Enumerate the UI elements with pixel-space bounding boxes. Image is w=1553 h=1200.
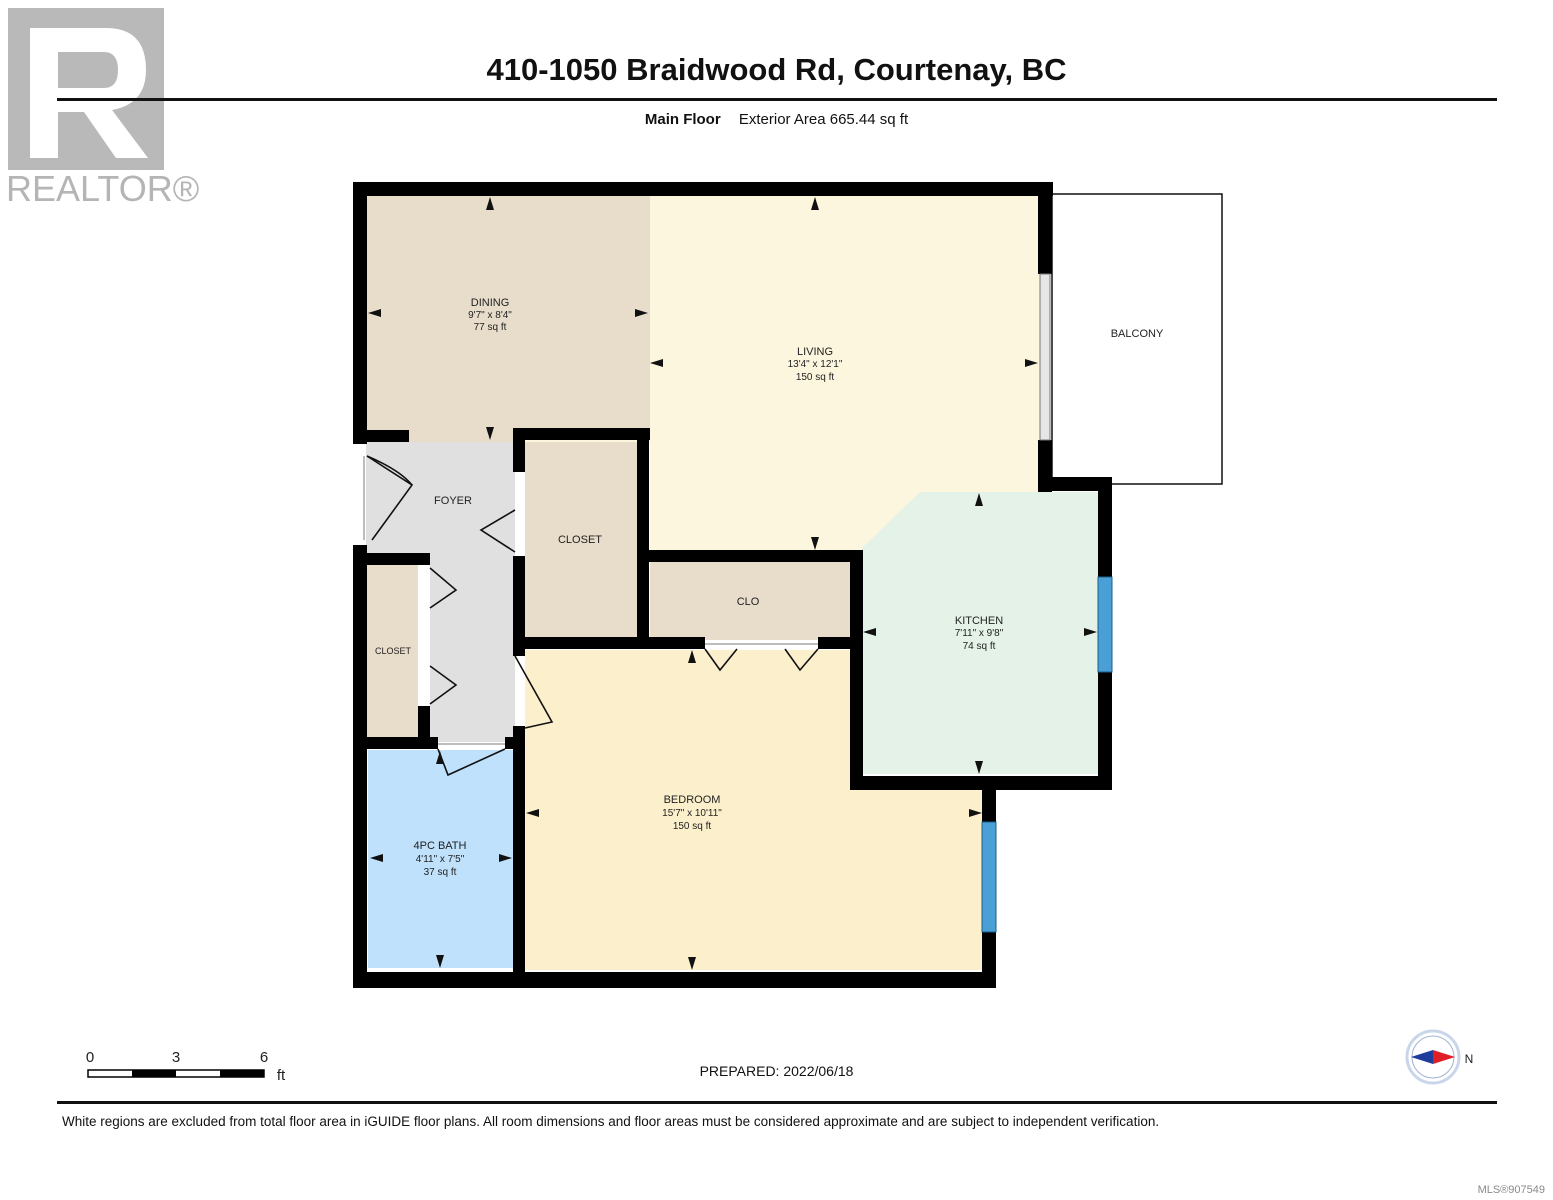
living-room-fill — [650, 196, 1040, 550]
bedroom-window — [981, 821, 997, 933]
living-dims: 13'4" x 12'1" — [788, 359, 843, 370]
bath-dims: 4'11" x 7'5" — [416, 854, 465, 865]
balcony-name: BALCONY — [1111, 328, 1164, 340]
exterior-area: Exterior Area 665.44 sq ft — [738, 111, 909, 128]
bedroom-room — [525, 650, 984, 970]
kitchen-window — [1097, 576, 1113, 673]
foyer-name: FOYER — [434, 495, 472, 507]
scale-tick-3: 3 — [172, 1049, 180, 1066]
bedroom-dims: 15'7" x 10'11" — [662, 808, 722, 819]
kitchen-dims: 7'11" x 9'8" — [955, 628, 1004, 639]
bath-area: 37 sq ft — [424, 867, 457, 878]
dimension-arrows — [368, 197, 1097, 970]
kitchen-room — [862, 492, 1098, 774]
walls — [353, 182, 1112, 988]
disclaimer-text: White regions are excluded from total fl… — [62, 1114, 1160, 1129]
bath-name: 4PC BATH — [414, 840, 467, 852]
kitchen-area: 74 sq ft — [963, 641, 996, 652]
closet-main-name: CLOSET — [558, 534, 602, 546]
closet-main-room — [525, 442, 637, 638]
bedroom-area: 150 sq ft — [673, 821, 712, 832]
closet-small-room — [366, 565, 418, 739]
floor-label: Main Floor — [644, 111, 721, 128]
mls-number: MLS®907549 — [1477, 1184, 1545, 1196]
compass-icon: N — [1405, 1029, 1474, 1085]
compass-direction: N — [1465, 1052, 1474, 1066]
living-area: 150 sq ft — [796, 372, 835, 383]
sliding-door — [1039, 273, 1051, 441]
scale-bar: 0 3 6 ft — [86, 1049, 286, 1084]
scale-unit: ft — [277, 1067, 286, 1084]
scale-tick-6: 6 — [260, 1049, 268, 1066]
realtor-logo-icon — [8, 8, 164, 170]
dining-room — [366, 196, 650, 442]
dining-dims: 9'7" x 8'4" — [468, 310, 512, 321]
realtor-logo-text: REALTOR® — [6, 168, 200, 209]
kitchen-name: KITCHEN — [955, 615, 1003, 627]
balcony-outline — [1051, 193, 1223, 485]
dining-name: DINING — [471, 297, 510, 309]
bath-room — [368, 750, 513, 968]
clo-room — [650, 562, 850, 640]
closet-small-name: CLOSET — [375, 646, 412, 656]
scale-tick-0: 0 — [86, 1049, 94, 1066]
page-title: 410-1050 Braidwood Rd, Courtenay, BC — [486, 52, 1067, 87]
dining-area: 77 sq ft — [474, 322, 507, 333]
header-divider — [57, 98, 1497, 101]
foyer-room — [366, 442, 515, 742]
floor-subtitle: Main Floor Exterior Area 665.44 sq ft — [0, 111, 1553, 128]
prepared-date: PREPARED: 2022/06/18 — [699, 1063, 854, 1079]
living-name: LIVING — [797, 346, 833, 358]
clo-name: CLO — [737, 596, 760, 608]
bedroom-name: BEDROOM — [664, 794, 721, 806]
footer-divider — [57, 1101, 1497, 1104]
